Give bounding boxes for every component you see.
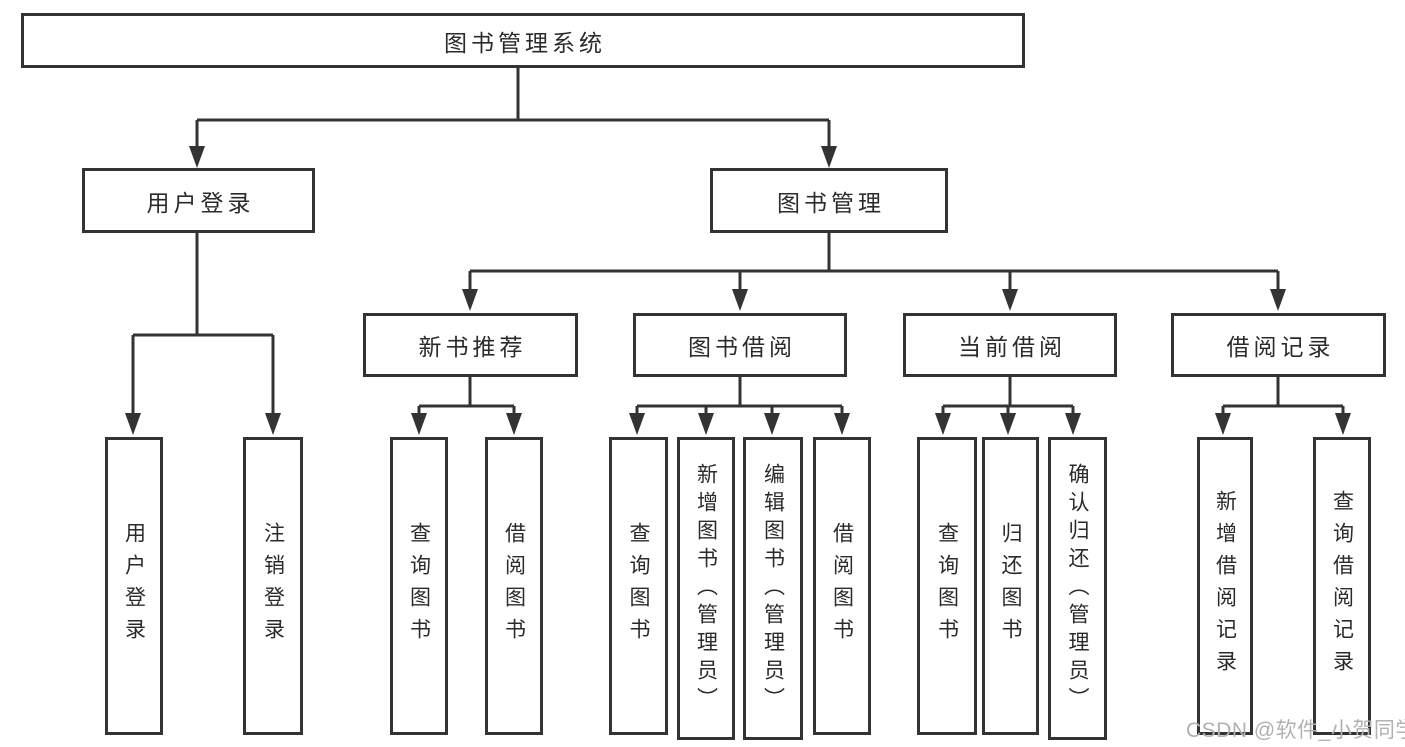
leaf-query-books-3: 查询图书 (917, 437, 977, 735)
node-book-borrow: 图书借阅 (633, 313, 847, 377)
leaf-borrow-books-2: 借阅图书 (813, 437, 871, 735)
node-borrow-records: 借阅记录 (1171, 313, 1386, 377)
node-root: 图书管理系统 (21, 13, 1025, 68)
node-new-books: 新书推荐 (363, 313, 578, 377)
watermark: CSDN @软件_小贺同学 (1186, 719, 1405, 742)
leaf-add-books-admin: 新增图书（管理员） (677, 437, 735, 740)
leaf-user-login: 用户登录 (105, 437, 163, 735)
leaf-query-borrow-record: 查询借阅记录 (1313, 437, 1371, 735)
arrowheads (125, 146, 1351, 435)
node-user-login: 用户登录 (82, 168, 315, 233)
leaf-query-books-2: 查询图书 (609, 437, 668, 735)
leaf-add-borrow-record: 新增借阅记录 (1197, 437, 1253, 735)
tree-edges (131, 68, 1345, 416)
leaf-logout: 注销登录 (243, 437, 303, 735)
node-current-borrow: 当前借阅 (903, 313, 1117, 377)
leaf-query-books-1: 查询图书 (390, 437, 448, 735)
leaf-confirm-return-admin: 确认归还（管理员） (1048, 437, 1107, 740)
leaf-borrow-books-1: 借阅图书 (485, 437, 543, 735)
leaf-return-books: 归还图书 (982, 437, 1039, 735)
leaf-edit-books-admin: 编辑图书（管理员） (743, 437, 803, 740)
node-book-mgmt: 图书管理 (710, 168, 948, 233)
